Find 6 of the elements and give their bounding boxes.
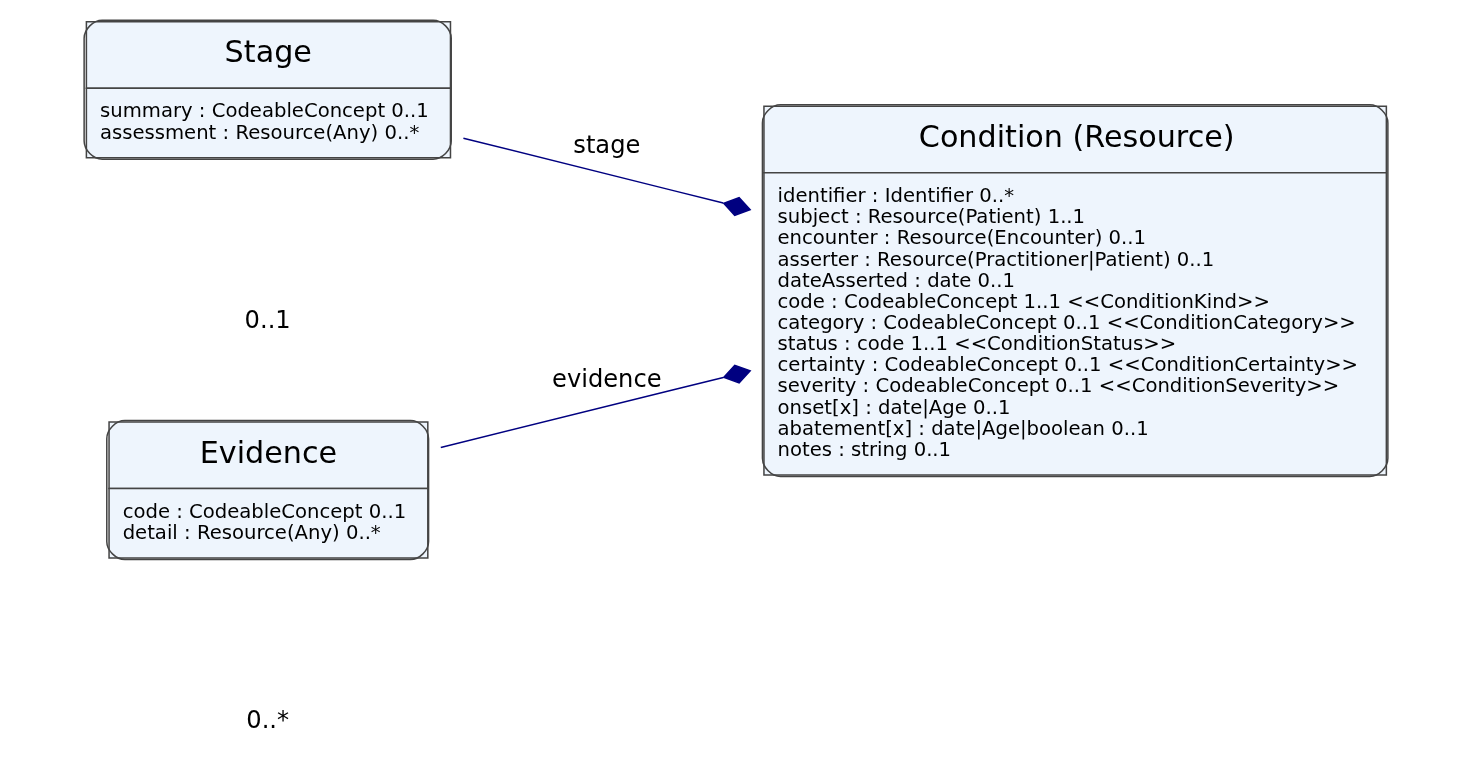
connector	[462, 137, 751, 217]
label: 0..*	[245, 706, 289, 735]
label: 0..1	[244, 306, 291, 335]
edge-label: evidence	[551, 364, 662, 393]
edge-label: stage	[572, 130, 640, 159]
connector	[439, 364, 751, 449]
